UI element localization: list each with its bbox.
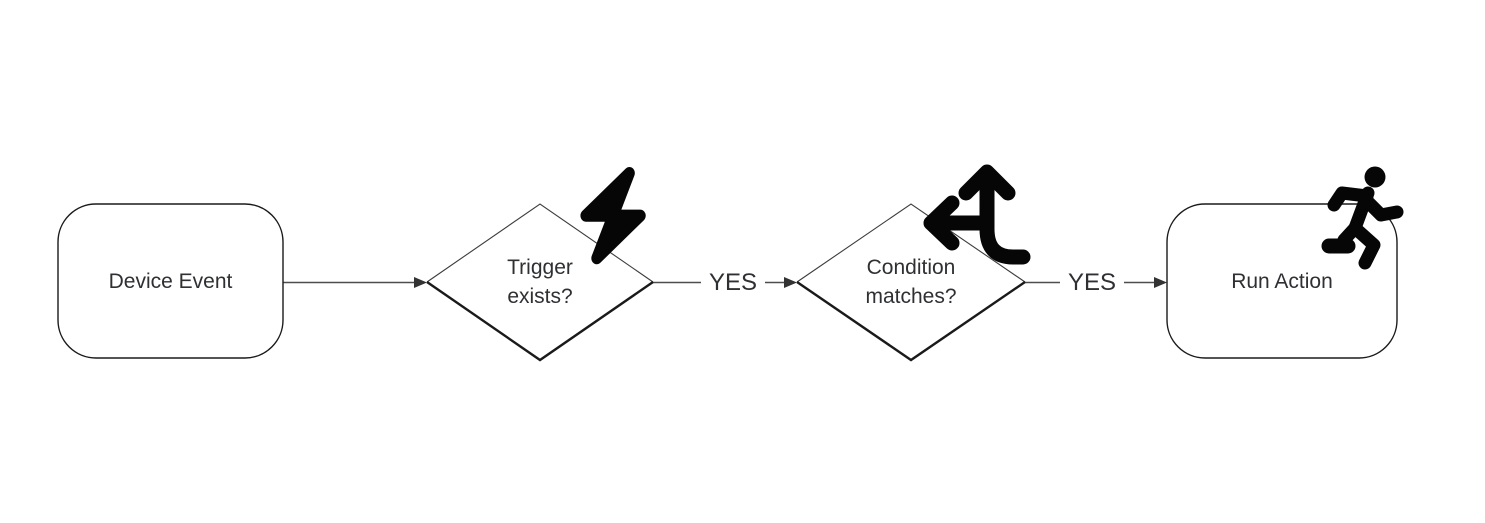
node-device-event-label: Device Event [58,204,283,358]
node-trigger-exists-shape [426,203,654,362]
node-run-action-label: Run Action [1167,204,1397,358]
head [1364,166,1386,188]
node-device-event-shape [57,203,284,359]
arrowhead-icon [1154,277,1167,288]
node-condition-matches-shape [796,203,1026,362]
arrowhead-icon [414,277,427,288]
arrowhead-icon [784,277,797,288]
node-label-text: Run Action [1231,269,1333,293]
diamond-top-edges [426,203,654,283]
edge-label-yes-1: YES [700,269,766,297]
stem [979,166,1031,265]
bolt-icon [580,166,646,265]
person-running-icon [1321,166,1404,270]
node-condition-matches-label: Condition matches? [831,212,991,352]
back-leg [1348,221,1381,270]
node-label-text: Condition matches? [865,256,957,308]
back-arm [1358,192,1404,222]
front-arm [1327,186,1374,212]
diamond-top-edges [796,203,1026,283]
node-label-text: Trigger exists? [507,256,573,308]
edge-device-to-trigger [283,277,427,288]
diamond-bottom-edges [426,281,654,362]
arrows-split-up-left-icon [923,164,1031,265]
diamond-bottom-edges [796,281,1026,362]
edge-label-yes-2: YES [1059,269,1125,297]
node-trigger-exists-label: Trigger exists? [460,212,620,352]
node-label-text: Device Event [108,269,233,293]
